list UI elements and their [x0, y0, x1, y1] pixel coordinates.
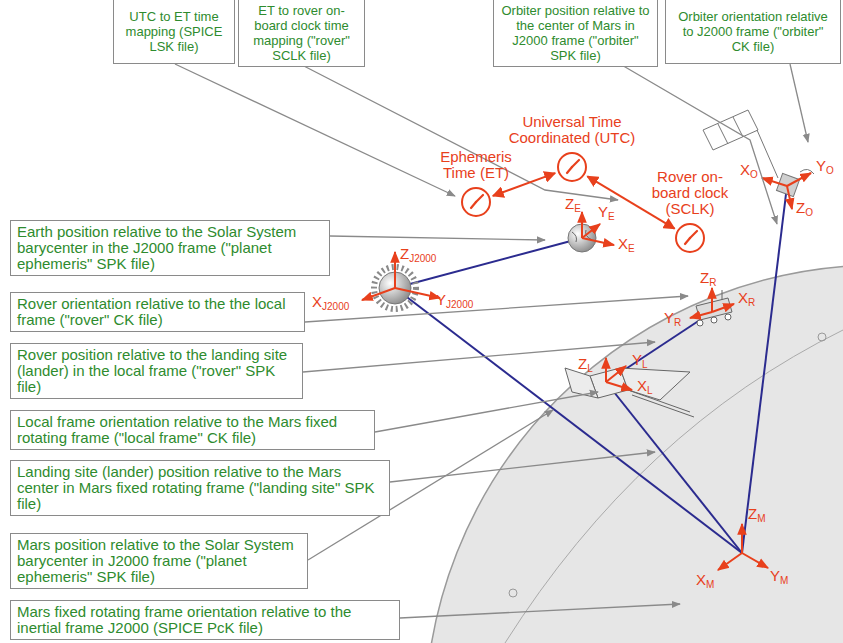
axis-label: YJ2000 — [436, 292, 473, 313]
box-text: Landing site (lander) position relative … — [17, 464, 383, 512]
box-text: Orbiter position relative to the center … — [500, 3, 651, 63]
axes — [362, 173, 811, 570]
axis-label: XM — [696, 572, 714, 593]
clock-label: Ephemeris Time (ET) — [426, 149, 526, 181]
box-text: Mars position relative to the Solar Syst… — [17, 537, 301, 585]
clock-label: Rover on-board clock (SCLK) — [647, 169, 733, 217]
box-text: UTC to ET time mapping (SPICE LSK file) — [120, 9, 228, 54]
clock-node: Rover on-board clock (SCLK) — [675, 223, 705, 253]
rover-symbol — [696, 290, 732, 326]
box-text: Local frame orientation relative to the … — [17, 414, 368, 446]
box-text: ET to rover on-board clock time mapping … — [245, 3, 358, 63]
axis-label: XR — [738, 290, 755, 311]
axis-label: ZJ2000 — [400, 246, 436, 267]
file-box: Mars fixed rotating frame orientation re… — [10, 600, 400, 640]
file-box: Earth position relative to the Solar Sys… — [10, 220, 330, 276]
axis-label: YM — [770, 568, 788, 589]
clock-node: Ephemeris Time (ET) — [461, 187, 491, 217]
file-box: ET to rover on-board clock time mapping … — [238, 0, 365, 67]
axis-label: ZE — [565, 196, 581, 217]
lander-symbol — [565, 368, 694, 417]
file-box: Mars position relative to the Solar Syst… — [10, 533, 308, 589]
axis-label: XJ2000 — [312, 294, 349, 315]
file-box: Local frame orientation relative to the … — [10, 410, 375, 450]
file-box: UTC to ET time mapping (SPICE LSK file) — [113, 0, 235, 64]
axis-label: ZR — [700, 270, 716, 291]
box-text: Earth position relative to the Solar Sys… — [17, 224, 323, 272]
clock-face — [463, 189, 489, 215]
axis-label: XE — [618, 236, 635, 257]
axis-label: YO — [816, 158, 834, 179]
clock-face — [559, 154, 585, 180]
blue-vectors — [395, 186, 787, 553]
axis-label: YE — [598, 204, 615, 225]
axis-label: ZM — [748, 506, 766, 527]
axis-label: YR — [664, 310, 681, 331]
axis-label: XO — [740, 162, 758, 183]
file-box: Landing site (lander) position relative … — [10, 460, 390, 516]
axis-label: ZO — [796, 200, 813, 221]
axis-label: XL — [637, 378, 653, 399]
file-box: Orbiter position relative to the center … — [493, 0, 658, 67]
axis-label: ZL — [578, 356, 593, 377]
clock-label: Universal Time Coordinated (UTC) — [507, 114, 637, 146]
box-text: Orbiter orientation relative to J2000 fr… — [672, 9, 834, 54]
box-text: Mars fixed rotating frame orientation re… — [17, 604, 393, 636]
file-box: Rover orientation relative to the the lo… — [10, 292, 305, 332]
clock-face — [677, 225, 703, 251]
box-text: Rover orientation relative to the the lo… — [17, 296, 298, 328]
file-box: Orbiter orientation relative to J2000 fr… — [665, 0, 841, 64]
axis-label: YL — [632, 352, 648, 373]
box-text: Rover position relative to the landing s… — [17, 347, 296, 395]
file-box: Rover position relative to the landing s… — [10, 343, 303, 399]
clock-node: Universal Time Coordinated (UTC) — [557, 152, 587, 182]
